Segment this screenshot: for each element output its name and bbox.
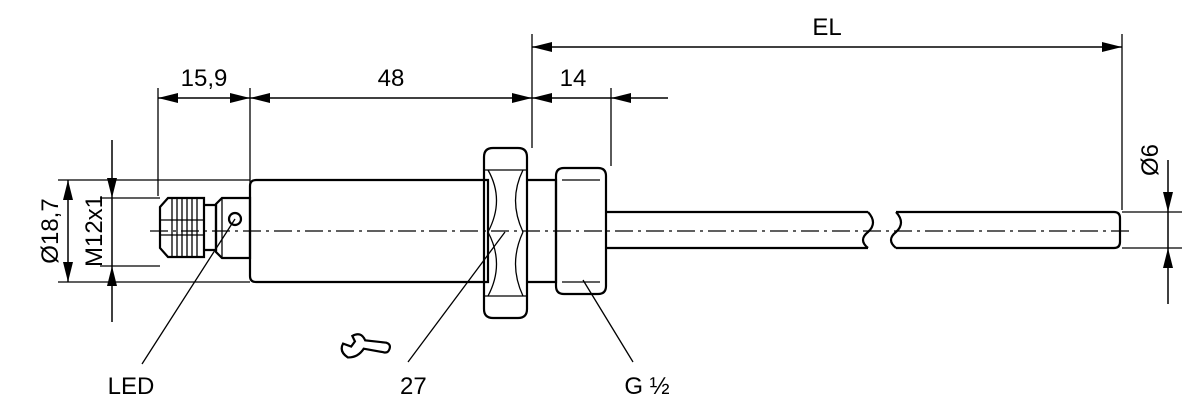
callout-g-half: G ½	[582, 279, 670, 400]
callout-wrench: 27	[340, 231, 506, 400]
m12-plug	[158, 196, 218, 259]
main-housing	[248, 178, 490, 284]
process-thread-label: G ½	[624, 373, 669, 400]
dim-probe-dia-label: Ø6	[1137, 144, 1164, 176]
callout-led: LED	[108, 218, 236, 400]
sensor-outline	[158, 146, 1122, 320]
hex-nut	[482, 146, 529, 320]
led-label: LED	[108, 373, 155, 400]
dimension-48: 48	[250, 65, 532, 103]
dimension-dia-18-7: Ø18,7	[37, 180, 73, 282]
dimension-15-9: 15,9	[158, 65, 250, 103]
dim-plug-label: 15,9	[181, 65, 228, 92]
dim-body-label: 48	[378, 65, 405, 92]
dim-body-dia-label: Ø18,7	[37, 198, 64, 263]
led-indicator	[227, 211, 243, 227]
dim-thread-label: 14	[560, 65, 587, 92]
dimension-14: 14	[532, 65, 668, 103]
led-collar	[214, 196, 252, 260]
wrench-icon	[340, 333, 391, 359]
dimension-dia-6: Ø6	[1137, 144, 1173, 304]
dimension-el: EL	[532, 14, 1122, 52]
extension-lines	[58, 34, 1182, 283]
dim-el-label: EL	[812, 14, 841, 41]
wrench-size-label: 27	[400, 373, 427, 400]
dim-connector-thread-label: M12x1	[81, 195, 108, 267]
probe-tube	[606, 210, 1122, 250]
dimension-m12: M12x1	[81, 140, 117, 322]
